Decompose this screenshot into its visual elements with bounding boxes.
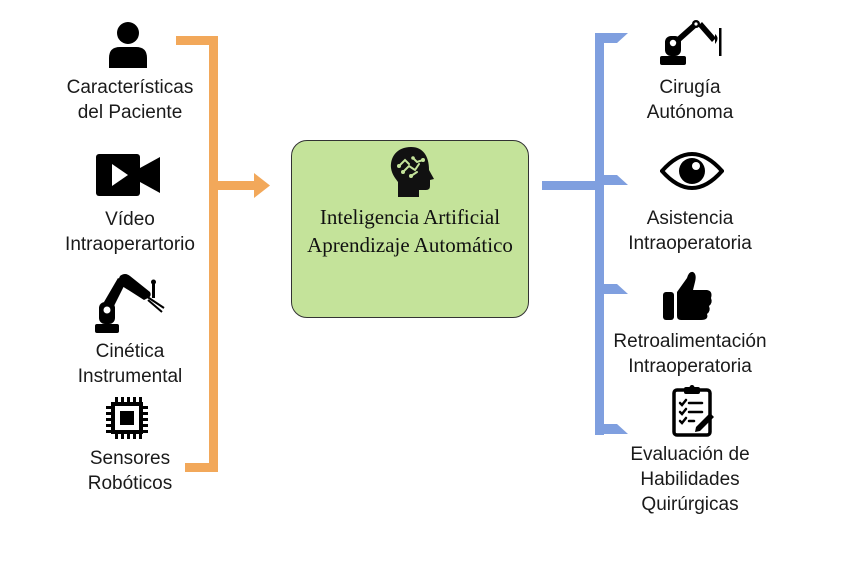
input-label-line1: Sensores (89, 448, 171, 469)
eye-icon (660, 152, 724, 190)
output-label-line3: Quirúrgicas (641, 494, 739, 515)
surgical-robot-icon (660, 20, 722, 65)
video-camera-icon (96, 154, 160, 196)
input-label-line2: Robóticos (87, 473, 173, 494)
output-label-line1: Evaluación de (630, 444, 750, 465)
input-item-sensors: Sensores Robóticos (30, 397, 230, 497)
person-icon (109, 22, 147, 68)
center-title-line1: Inteligencia Artificial (319, 205, 501, 229)
input-item-patient: Características del Paciente (30, 20, 230, 130)
output-label-line1: Retroalimentación (613, 331, 767, 352)
robotic-arm-icon (95, 274, 165, 333)
output-label-line2: Autónoma (646, 102, 734, 123)
output-item-intraop-assistance: Asistencia Intraoperatoria (590, 145, 790, 255)
output-item-skills-assessment: Evaluación de Habilidades Quirúrgicas (590, 385, 790, 525)
thumbs-up-icon (663, 271, 712, 320)
ai-ml-box: Inteligencia Artificial Aprendizaje Auto… (291, 140, 529, 318)
input-item-video: Vídeo Intraoperartorio (30, 152, 230, 257)
input-label-line2: Instrumental (77, 366, 183, 387)
input-label-line1: Características (66, 77, 194, 98)
output-label-line2: Intraoperatoria (628, 233, 752, 254)
input-item-kinetics: Cinética Instrumental (30, 272, 230, 392)
output-item-autonomous-surgery: Cirugía Autónoma (590, 20, 790, 130)
output-label-line1: Asistencia (646, 208, 734, 229)
output-bracket (542, 33, 628, 435)
input-label-line2: del Paciente (77, 102, 183, 123)
input-label-line1: Cinética (95, 341, 165, 362)
input-label-line1: Vídeo (105, 209, 155, 230)
output-label-line2: Intraoperatoria (628, 356, 752, 377)
input-bracket (176, 36, 270, 472)
output-label-line2: Habilidades (640, 469, 740, 490)
center-title-line2: Aprendizaje Automático (307, 233, 513, 257)
clipboard-checklist-icon (672, 385, 714, 437)
arrow-right-icon (254, 173, 270, 198)
output-item-intraop-feedback: Retroalimentación Intraoperatoria (590, 270, 790, 380)
output-label-line1: Cirugía (659, 77, 721, 98)
chip-icon (106, 397, 148, 439)
ai-head-icon (390, 147, 434, 197)
input-label-line2: Intraoperartorio (65, 234, 195, 255)
